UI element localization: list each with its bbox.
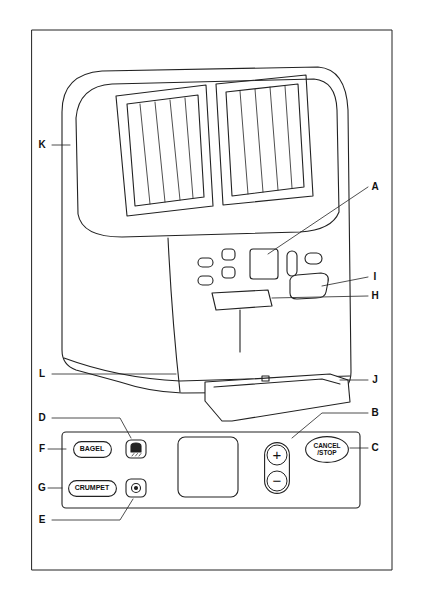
callout-letter: I — [374, 272, 377, 282]
toast-button — [126, 440, 146, 458]
front-edge — [168, 238, 180, 392]
symbol-ring — [267, 445, 287, 465]
callout-letter: C — [371, 443, 378, 453]
slot — [116, 85, 213, 216]
button-label: BAGEL — [80, 445, 105, 453]
leader-lines — [48, 145, 368, 520]
button-label: CRUMPET — [75, 484, 110, 492]
lever-slot — [239, 310, 240, 352]
callout-letter: B — [371, 408, 378, 418]
control-panel — [62, 432, 360, 508]
bagel-button: BAGEL — [73, 441, 112, 457]
cancel-button — [305, 253, 322, 264]
button-label: CANCEL /STOP — [312, 442, 342, 457]
button-outline — [73, 441, 111, 457]
callout-letter: J — [372, 375, 378, 385]
heat-icon — [132, 454, 141, 457]
lever — [212, 290, 272, 310]
panel-display — [178, 437, 238, 497]
callout-letter: F — [39, 444, 45, 454]
toast-icon — [131, 443, 141, 452]
button — [222, 249, 235, 260]
reheat-icon-dot — [135, 487, 138, 490]
reheat-icon — [132, 484, 141, 493]
slot-grid — [140, 86, 292, 204]
callout-letter: H — [371, 291, 378, 301]
display — [250, 249, 278, 279]
cancel-stop-button: CANCEL /STOP — [305, 436, 349, 463]
callout-letter: A — [371, 182, 378, 192]
callout-letter: D — [38, 413, 45, 423]
button-outline — [306, 436, 349, 462]
button — [222, 267, 235, 278]
button-symbol: − — [267, 471, 287, 491]
page-frame — [32, 30, 392, 570]
tray-mark — [262, 376, 269, 381]
plus-minus-button — [287, 251, 297, 276]
button-symbol: + — [267, 445, 287, 465]
callout-letter: K — [38, 140, 45, 150]
button-outline — [265, 443, 290, 494]
slot-inner — [127, 95, 204, 206]
button-outline — [68, 480, 116, 496]
slot-inner — [226, 84, 304, 196]
reheat-button — [126, 479, 146, 497]
plus-minus-control: +− — [264, 442, 290, 494]
slot — [216, 75, 313, 205]
callout-letter: L — [39, 369, 45, 379]
symbol-ring — [267, 471, 287, 491]
callout-letter: G — [38, 483, 46, 493]
top-rim — [76, 79, 339, 237]
toaster-body — [62, 67, 351, 393]
callout-letter: E — [39, 515, 46, 525]
tray-inner — [214, 379, 340, 387]
button — [198, 258, 213, 267]
crumb-tray — [205, 374, 350, 421]
crumpet-button: CRUMPET — [68, 480, 117, 496]
button — [198, 276, 213, 285]
